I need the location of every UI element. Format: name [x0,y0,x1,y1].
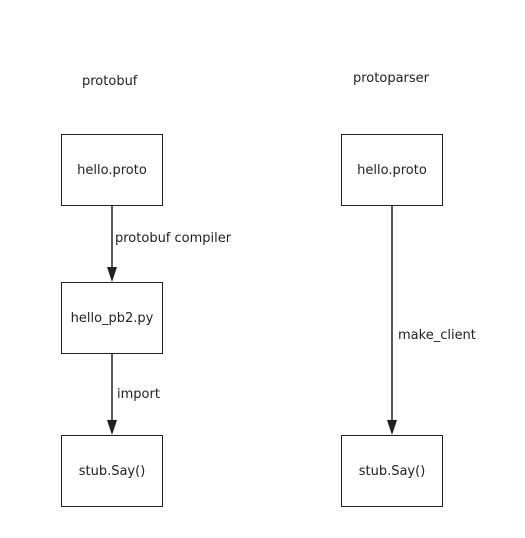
hello-pb2-box: hello_pb2.py [61,282,163,354]
arrow-make-client [387,206,397,435]
protobuf-column-title: protobuf [82,74,138,89]
protoparser-stub-say-label: stub.Say() [358,463,426,479]
hello-pb2-label: hello_pb2.py [70,310,154,326]
protoparser-hello-proto-label: hello.proto [357,162,427,178]
protobuf-compiler-edge-label: protobuf compiler [115,231,232,246]
protobuf-hello-proto-box: hello.proto [61,134,163,206]
protobuf-stub-say-box: stub.Say() [61,435,163,507]
protoparser-column-title: protoparser [353,71,429,86]
protobuf-stub-say-label: stub.Say() [78,463,146,479]
protobuf-hello-proto-label: hello.proto [77,162,147,178]
protoparser-hello-proto-box: hello.proto [341,134,443,206]
make-client-edge-label: make_client [398,328,476,343]
arrow-compiler [107,206,117,282]
arrow-import [107,354,117,435]
protoparser-stub-say-box: stub.Say() [341,435,443,507]
import-edge-label: import [117,387,160,402]
